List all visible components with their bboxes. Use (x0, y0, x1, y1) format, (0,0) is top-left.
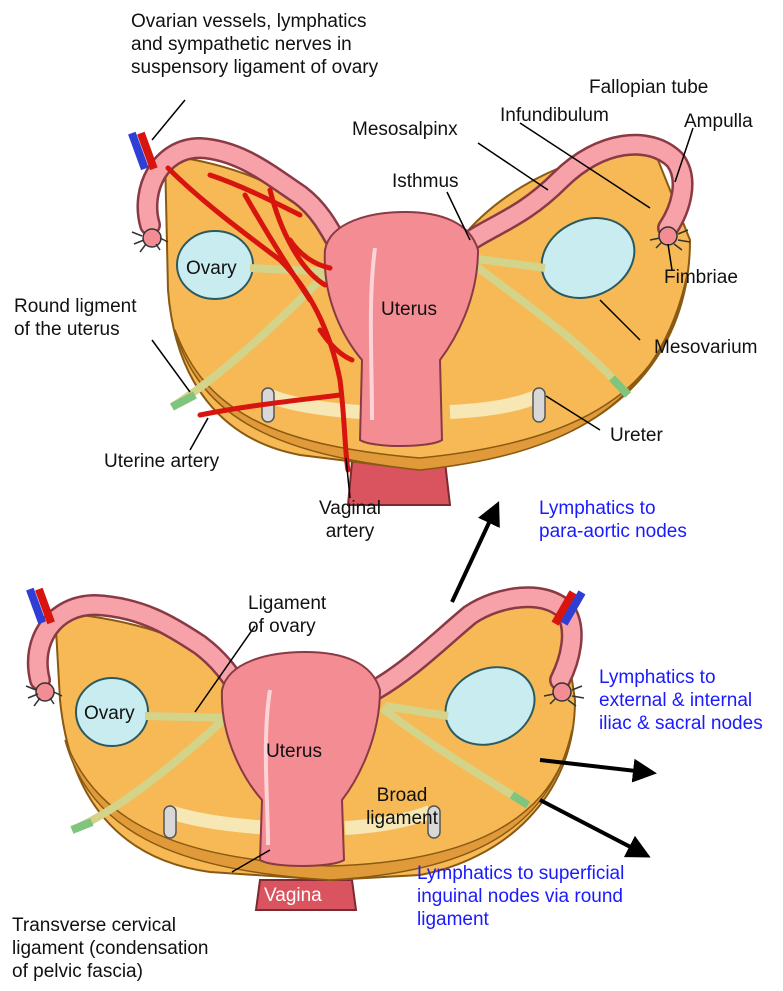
label-ureter: Ureter (610, 424, 663, 447)
label-round-ligament-line2: of the uterus (14, 318, 137, 341)
label-fallopian-tube: Fallopian tube (589, 76, 708, 99)
top-ureter-right-end (533, 388, 545, 422)
label-iliac-line1: Lymphatics to (599, 666, 763, 689)
label-inguinal-line1: Lymphatics to superficial (417, 862, 624, 885)
label-ligament-of-ovary-line2: of ovary (248, 615, 326, 638)
label-ligament-of-ovary-line1: Ligament (248, 592, 326, 615)
label-vaginal-artery-line1: Vaginal (305, 497, 395, 520)
top-fimbriae-left (132, 229, 168, 252)
label-ovary-top: Ovary (186, 257, 237, 280)
label-para-aortic-line2: para-aortic nodes (539, 520, 687, 543)
arrow-superficial-inguinal (540, 800, 640, 852)
label-uterus-bottom: Uterus (266, 740, 322, 763)
bottom-round-ligament-left-end (72, 822, 92, 830)
label-para-aortic-line1: Lymphatics to (539, 497, 687, 520)
bottom-ureter-left-end (164, 806, 176, 838)
label-vaginal-artery: Vaginal artery (305, 497, 395, 543)
label-uterine-artery: Uterine artery (104, 450, 219, 473)
label-broad-ligament-line1: Broad (352, 784, 452, 807)
label-mesosalpinx: Mesosalpinx (352, 118, 458, 141)
label-ovarian-vessels-line3: suspensory ligament of ovary (131, 56, 378, 79)
label-round-ligament: Round ligment of the uterus (14, 295, 137, 341)
label-ligament-of-ovary: Ligament of ovary (248, 592, 326, 638)
label-uterus-top: Uterus (381, 298, 437, 321)
label-broad-ligament: Broad ligament (352, 784, 452, 830)
label-round-ligament-line1: Round ligment (14, 295, 137, 318)
label-fimbriae: Fimbriae (664, 266, 738, 289)
label-ovarian-vessels: Ovarian vessels, lymphatics and sympathe… (131, 10, 378, 79)
label-lymphatics-para-aortic: Lymphatics to para-aortic nodes (539, 497, 687, 543)
label-transverse-line1: Transverse cervical (12, 914, 208, 937)
label-mesovarium: Mesovarium (654, 336, 757, 359)
label-lymphatics-superficial-inguinal: Lymphatics to superficial inguinal nodes… (417, 862, 624, 931)
label-broad-ligament-line2: ligament (352, 807, 452, 830)
label-vagina: Vagina (264, 884, 322, 907)
label-inguinal-line3: ligament (417, 908, 624, 931)
bottom-ovarian-ligament-left (145, 716, 230, 718)
arrow-para-aortic (452, 512, 494, 602)
label-transverse-line2: ligament (condensation (12, 937, 208, 960)
label-transverse-line3: of pelvic fascia) (12, 960, 208, 983)
label-ovary-bottom: Ovary (84, 702, 135, 725)
label-transverse-cervical: Transverse cervical ligament (condensati… (12, 914, 208, 983)
label-isthmus: Isthmus (392, 170, 459, 193)
top-round-ligament-left-end (172, 395, 195, 407)
label-vaginal-artery-line2: artery (305, 520, 395, 543)
label-lymphatics-iliac-sacral: Lymphatics to external & internal iliac … (599, 666, 763, 735)
label-ampulla: Ampulla (684, 110, 753, 133)
label-inguinal-line2: inguinal nodes via round (417, 885, 624, 908)
label-ovarian-vessels-line1: Ovarian vessels, lymphatics (131, 10, 378, 33)
label-iliac-line3: iliac & sacral nodes (599, 712, 763, 735)
label-infundibulum: Infundibulum (500, 104, 609, 127)
label-ovarian-vessels-line2: and sympathetic nerves in (131, 33, 378, 56)
label-iliac-line2: external & internal (599, 689, 763, 712)
